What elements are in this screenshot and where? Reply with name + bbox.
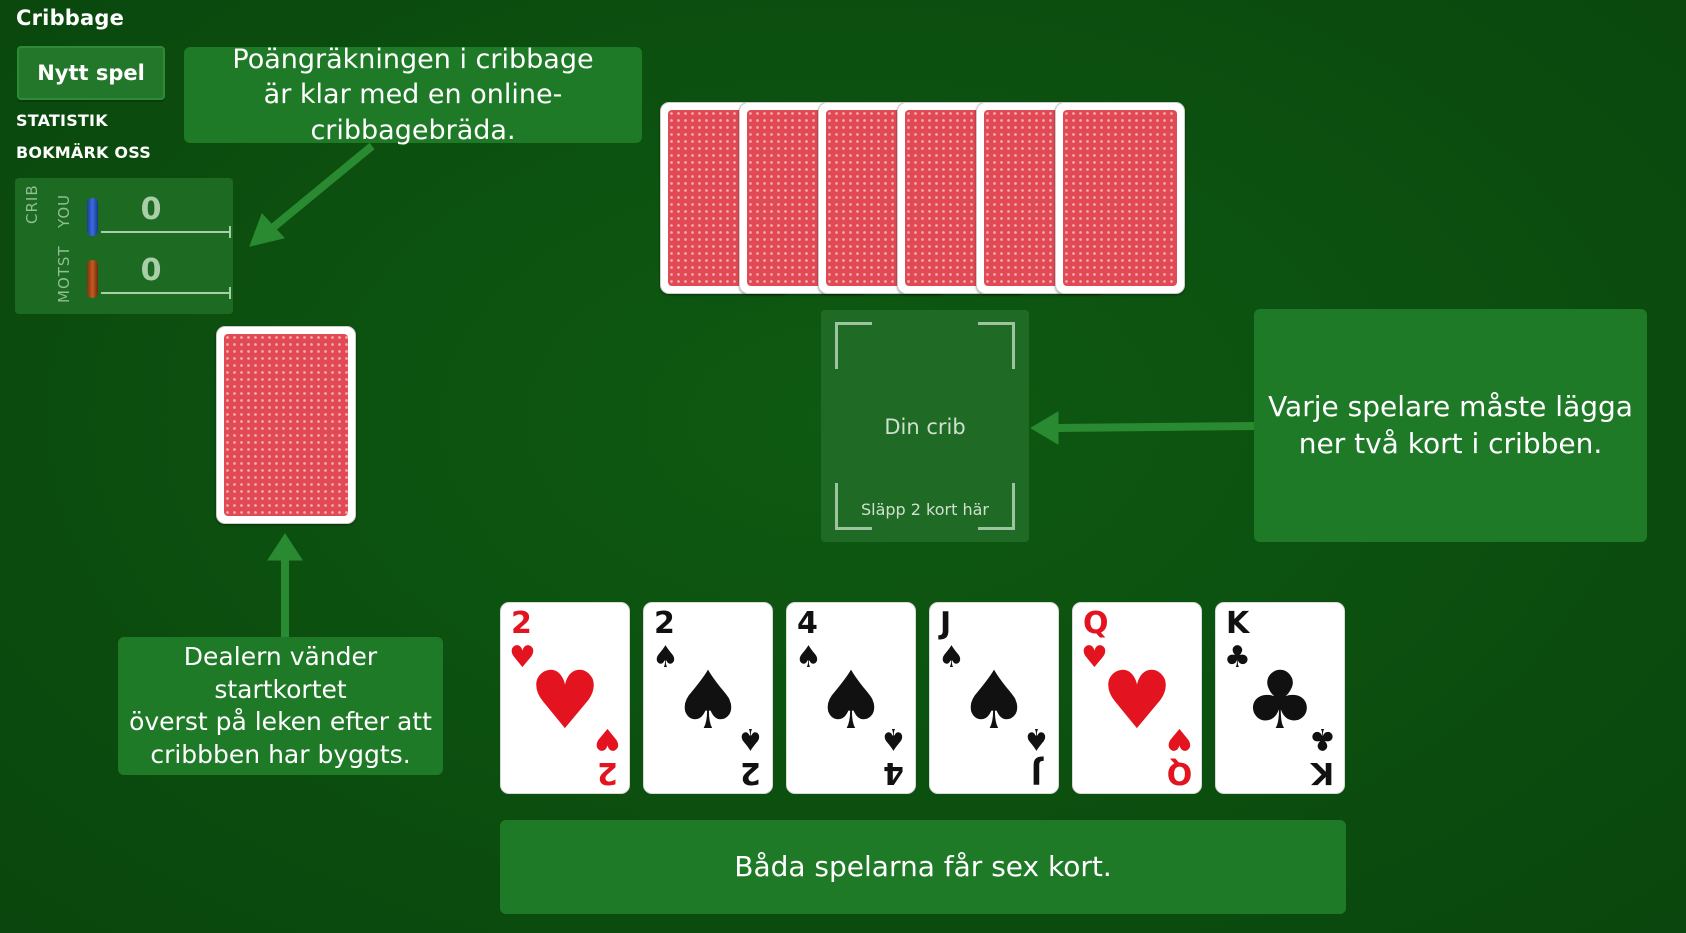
blue-peg-icon[interactable]	[87, 198, 98, 236]
arrow-head-icon	[267, 533, 303, 561]
tip-dealer-line-1: Dealern vänder startkortet	[183, 642, 378, 704]
player-card[interactable]: 4 ♠ ♠ 4♠	[786, 602, 916, 794]
heart-icon: ♥	[529, 654, 601, 747]
tip-scoring: Poängräkningen i cribbage är klar med en…	[184, 44, 642, 146]
tip-dealer-line-3: cribbben har byggts.	[150, 739, 411, 769]
card-rank: 2	[511, 606, 532, 641]
tip-discard-line-1: Varje spelare måste lägga	[1268, 390, 1633, 424]
player-card[interactable]: K ♣ ♣ K♣	[1215, 602, 1345, 794]
player-card[interactable]: Q ♥ ♥ Q♥	[1072, 602, 1202, 794]
spade-icon: ♠	[672, 654, 744, 747]
club-icon: ♣	[1224, 640, 1251, 675]
crib-hint: Släpp 2 kort här	[860, 500, 989, 519]
deck-pile[interactable]	[216, 326, 356, 524]
card-rank: 4	[797, 606, 818, 641]
opponent-card	[1055, 102, 1185, 294]
player-card[interactable]: 2 ♠ ♠ 2♠	[643, 602, 773, 794]
card-rank: Q	[1083, 606, 1109, 641]
arrow-to-scoreboard-icon	[267, 142, 375, 234]
card-rank: K	[1226, 606, 1250, 641]
tip-dealer-line-2: överst på leken efter att	[129, 707, 432, 736]
crib-drop-zone[interactable]: Din crib Släpp 2 kort här	[821, 310, 1029, 542]
card-rank: 2	[654, 606, 675, 641]
spade-icon: ♠	[958, 654, 1030, 747]
heart-icon: ♥	[509, 640, 536, 675]
tip-discard: Varje spelare måste lägga ner två kort i…	[1254, 309, 1647, 542]
you-score: 0	[140, 192, 162, 227]
opponent-score-track	[101, 287, 231, 299]
player-card[interactable]: 2 ♥ ♥ 2♥	[500, 602, 630, 794]
corner-bracket-icon	[978, 322, 1015, 369]
arrow-to-crib-icon	[1054, 422, 1255, 432]
you-score-track	[101, 226, 231, 238]
spade-icon: ♠	[938, 640, 965, 675]
club-icon: ♣	[1244, 654, 1316, 747]
corner-bracket-icon	[835, 322, 872, 369]
new-game-button[interactable]: Nytt spel	[17, 46, 165, 100]
arrow-head-icon	[249, 213, 285, 247]
spade-icon: ♠	[815, 654, 887, 747]
scoreboard: CRIB YOU MOTST 0 0	[15, 178, 233, 314]
heart-icon: ♥	[1101, 654, 1173, 747]
statistics-link[interactable]: STATISTIK	[16, 111, 108, 130]
corner-bracket-icon	[978, 483, 1015, 530]
spade-icon: ♠	[795, 640, 822, 675]
tip-dealer: Dealern vänder startkortet överst på lek…	[118, 637, 443, 775]
tip-scoring-line-1: Poängräkningen i cribbage	[232, 44, 594, 76]
tip-discard-line-2: ner två kort i cribben.	[1298, 426, 1603, 460]
tip-deal: Båda spelarna får sex kort.	[500, 820, 1346, 914]
player-card[interactable]: J ♠ ♠ J♠	[929, 602, 1059, 794]
arrow-head-icon	[1030, 411, 1059, 445]
card-rank: J	[940, 606, 952, 641]
crib-label: Din crib	[884, 415, 966, 439]
tip-scoring-line-2: är klar med en online-cribbagebräda.	[263, 79, 563, 146]
app-title: Cribbage	[16, 6, 125, 30]
corner-bracket-icon	[835, 483, 872, 530]
heart-icon: ♥	[1081, 640, 1108, 675]
bookmark-link[interactable]: BOKMÄRK OSS	[16, 143, 151, 162]
orange-peg-icon[interactable]	[87, 260, 98, 298]
opponent-score: 0	[140, 253, 162, 288]
spade-icon: ♠	[652, 640, 679, 675]
